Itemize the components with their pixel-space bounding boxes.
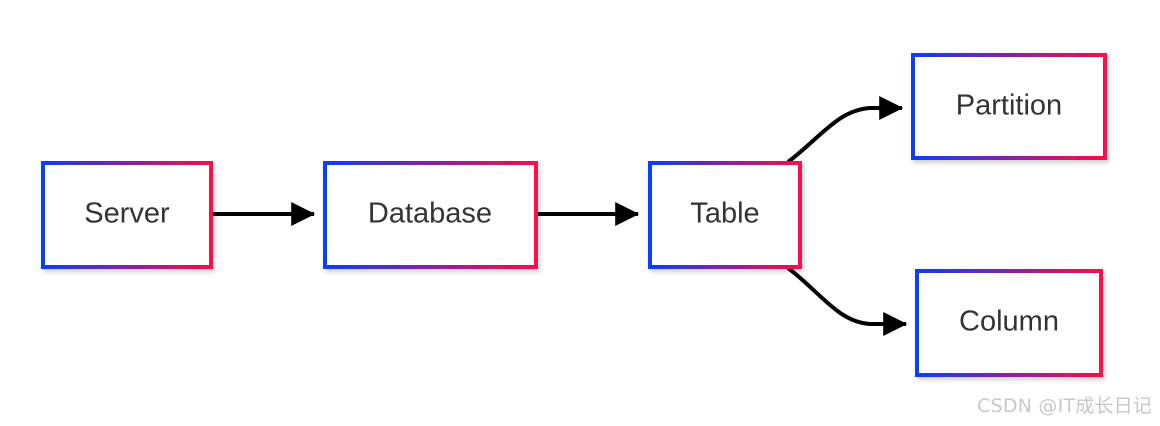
node-column[interactable]: Column bbox=[915, 269, 1103, 377]
node-partition[interactable]: Partition bbox=[911, 53, 1107, 160]
node-partition-label: Partition bbox=[956, 90, 1062, 122]
node-database[interactable]: Database bbox=[323, 161, 538, 269]
watermark: CSDN @IT成长日记 bbox=[977, 395, 1152, 417]
node-server-label: Server bbox=[84, 198, 170, 230]
edge-table-partition bbox=[786, 96, 904, 164]
node-database-label: Database bbox=[368, 198, 492, 230]
edge-table-column bbox=[786, 266, 908, 336]
node-table[interactable]: Table bbox=[648, 161, 802, 269]
node-server[interactable]: Server bbox=[41, 161, 213, 269]
node-table-label: Table bbox=[690, 198, 759, 230]
node-column-label: Column bbox=[959, 306, 1059, 338]
